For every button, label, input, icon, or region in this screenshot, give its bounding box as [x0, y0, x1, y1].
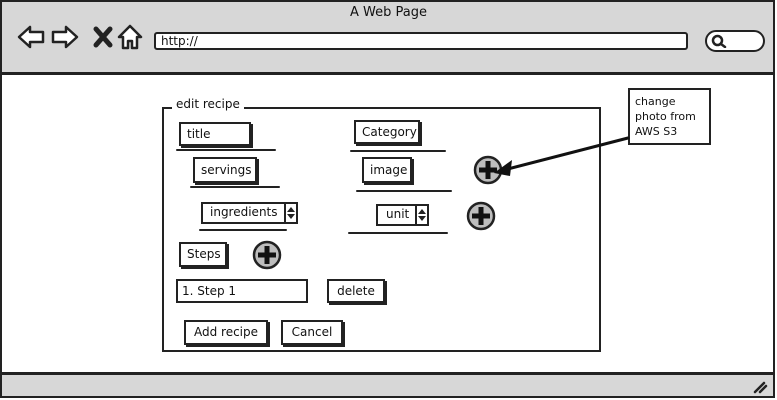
step-input[interactable]: 1. Step 1: [176, 279, 308, 303]
unit-select[interactable]: unit: [376, 204, 429, 226]
servings-underline: [190, 186, 280, 188]
ingredients-select-value: ingredients: [210, 205, 278, 219]
window-title: A Web Page: [350, 5, 427, 20]
annotation-note: change photo from AWS S3: [628, 88, 711, 145]
title-field[interactable]: title: [179, 122, 251, 146]
forward-arrow-icon[interactable]: [50, 22, 80, 52]
close-icon[interactable]: [88, 22, 118, 52]
edit-recipe-form: [162, 107, 601, 352]
steps-label: Steps: [179, 242, 227, 267]
chevron-updown-icon: [418, 209, 426, 221]
add-recipe-button[interactable]: Add recipe: [184, 320, 268, 345]
search-icon: [711, 34, 727, 48]
add-step-button[interactable]: [252, 240, 282, 270]
category-field[interactable]: Category: [354, 120, 420, 144]
form-legend: edit recipe: [172, 97, 244, 111]
ingredients-select[interactable]: ingredients: [201, 202, 298, 224]
back-arrow-icon[interactable]: [16, 22, 46, 52]
home-icon[interactable]: [115, 22, 145, 52]
annotation-line: change: [635, 95, 676, 108]
search-input[interactable]: [705, 30, 765, 52]
unit-underline: [348, 232, 448, 234]
address-bar[interactable]: http://: [154, 32, 688, 50]
image-underline: [356, 190, 452, 192]
servings-field[interactable]: servings: [193, 157, 257, 183]
chevron-updown-icon: [287, 207, 295, 219]
title-underline: [176, 149, 276, 151]
ingredients-underline: [199, 229, 287, 231]
category-underline: [350, 150, 446, 152]
cancel-button[interactable]: Cancel: [281, 320, 343, 345]
delete-button[interactable]: delete: [327, 279, 385, 303]
annotation-arrow: [494, 136, 630, 176]
annotation-line: AWS S3: [635, 125, 678, 138]
unit-select-arrows[interactable]: [415, 206, 427, 224]
resize-grip-icon[interactable]: [752, 378, 768, 394]
status-bar: [2, 372, 773, 396]
image-field[interactable]: image: [362, 157, 412, 183]
ingredients-select-arrows[interactable]: [284, 204, 296, 222]
unit-select-value: unit: [386, 207, 410, 221]
annotation-line: photo from: [635, 110, 696, 123]
add-ingredient-button[interactable]: [466, 201, 496, 231]
